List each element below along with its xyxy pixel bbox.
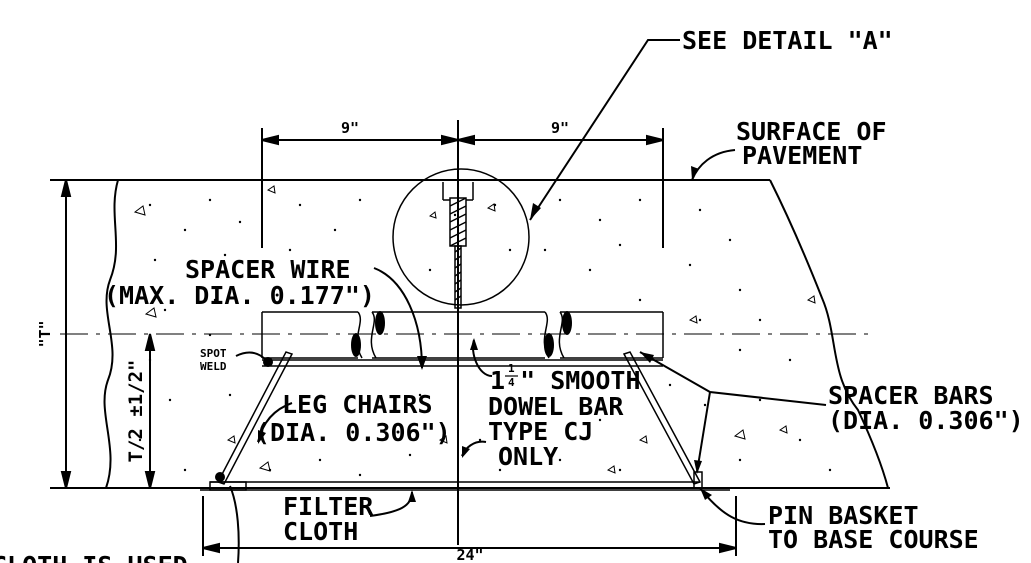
slab-right-break-line	[769, 179, 889, 489]
leg-chairs-label-line2: (DIA. 0.306")	[255, 418, 451, 447]
bottom-cloth-leader	[229, 485, 240, 563]
pin-basket-leader	[699, 487, 766, 526]
surface-label-line2: PAVEMENT	[742, 141, 862, 170]
left-spacing-dimension: 9"	[341, 119, 359, 137]
joint-sealant	[442, 182, 474, 309]
bottom-partial-note: CLOTH IS USED	[0, 551, 188, 563]
leader-arrowheads	[258, 166, 712, 502]
thickness-dimension	[50, 179, 156, 489]
filter-cloth-label-line1: FILTER	[283, 492, 374, 521]
basket-width-dimension: 24"	[456, 546, 483, 563]
detail-a-circle	[392, 168, 530, 306]
smooth-fraction-denominator: 4	[508, 376, 515, 389]
half-thickness-dimension-label: T/2 ±1/2"	[125, 360, 147, 463]
leader-lines	[229, 39, 827, 563]
leg-chairs-label-line1: LEG CHAIRS	[282, 390, 433, 419]
surface-label-line1: SURFACE OF	[736, 117, 887, 146]
spacer-wire-leader	[373, 267, 423, 369]
smooth-dowel-label-line1: 1 " SMOOTH	[490, 366, 641, 395]
spacer-bars-leader-1	[639, 351, 827, 406]
aggregate-triangles	[133, 185, 816, 474]
surface-leader	[691, 149, 736, 181]
spacer-bar	[262, 359, 663, 367]
spacer-bars-label-line1: SPACER BARS	[828, 381, 994, 410]
top-dimension-lines	[261, 128, 664, 248]
filter-cloth-leader	[369, 491, 413, 517]
filter-cloth-label-line2: CLOTH	[283, 517, 358, 546]
slab-left-break-line	[103, 179, 119, 489]
leg-chair-foot-dot	[215, 472, 225, 482]
spacer-bars-label-line2: (DIA. 0.306")	[828, 406, 1024, 435]
pin-basket-label-line2: TO BASE COURSE	[768, 525, 979, 554]
spacer-wire-label-line1: SPACER WIRE	[185, 255, 351, 284]
spot-weld-label-line1: SPOT	[200, 347, 227, 360]
smooth-dowel-label-line2: DOWEL BAR	[488, 392, 624, 421]
smooth-dowel-label-line4: ONLY	[498, 442, 558, 471]
bottom-dimension-lines	[202, 496, 737, 556]
dowel-break-fills	[351, 311, 572, 357]
dowel-bar	[261, 311, 664, 359]
see-detail-leader	[529, 39, 680, 221]
smooth-fraction-numerator: 1	[508, 362, 515, 375]
pin-basket-label-line1: PIN BASKET	[768, 501, 919, 530]
see-detail-a-label: SEE DETAIL "A"	[682, 26, 893, 55]
spacer-wire-label-line2: (MAX. DIA. 0.177")	[104, 281, 375, 310]
spacer-bars-leader-2	[696, 391, 711, 473]
smooth-dowel-label-line3: TYPE CJ	[488, 417, 593, 446]
thickness-dimension-label: "T"	[36, 320, 54, 347]
spot-weld-label-line2: WELD	[200, 360, 227, 373]
right-spacing-dimension: 9"	[551, 119, 569, 137]
spot-weld-leader	[235, 351, 267, 361]
